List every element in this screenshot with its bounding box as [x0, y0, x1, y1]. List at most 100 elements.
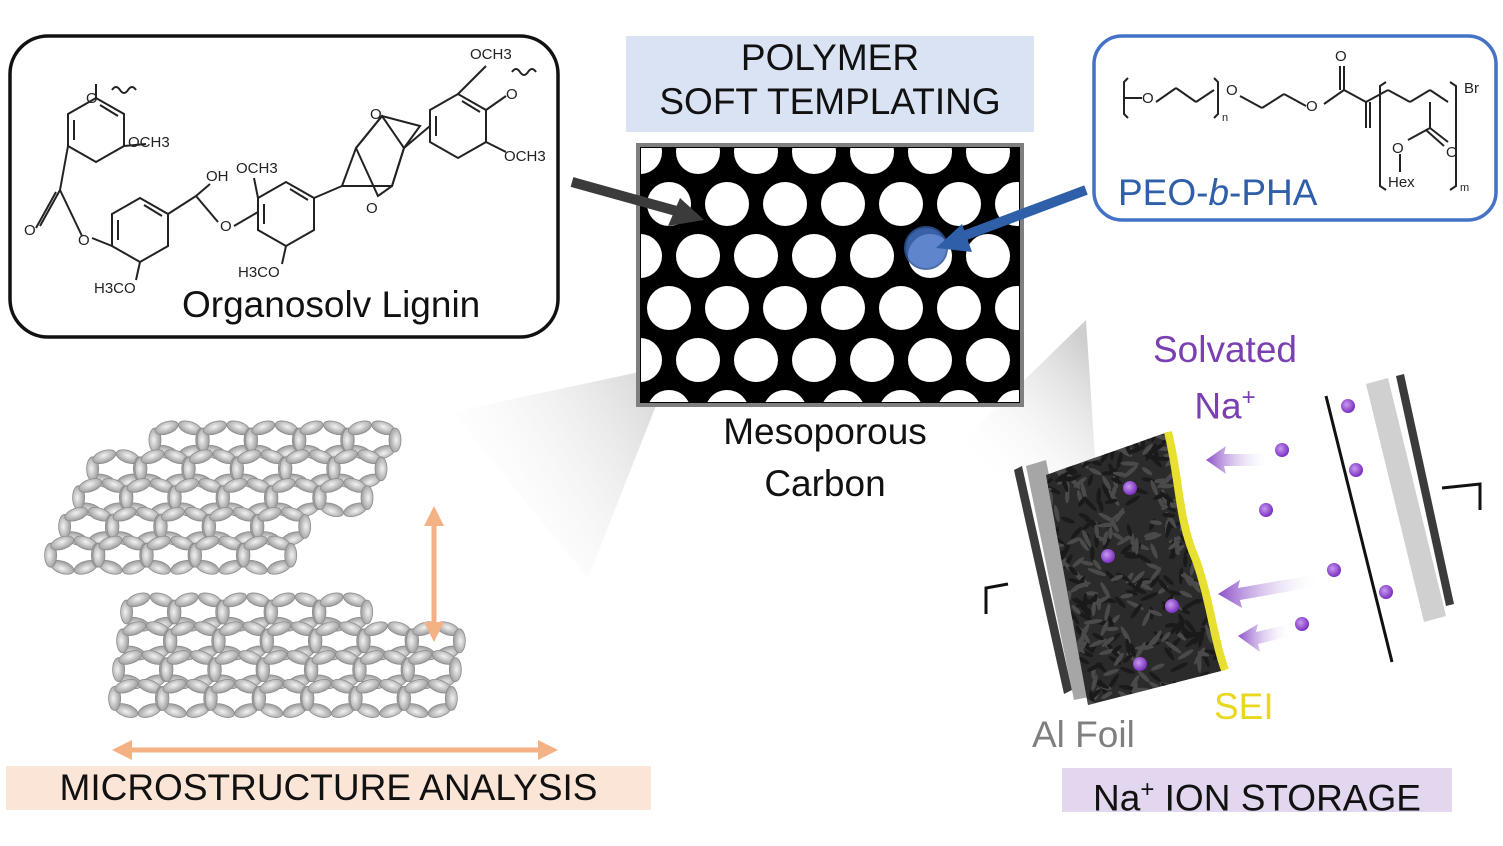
carbon-particle: [1080, 482, 1087, 501]
carbon-particle: [1154, 687, 1171, 695]
lignin-box: [8, 34, 560, 339]
mesoporous-carbon-label: Mesoporous Carbon: [660, 406, 990, 510]
polymer-hex: Hex: [1388, 174, 1415, 191]
pore: [560, 338, 604, 382]
carbon-particle: [1161, 631, 1171, 642]
carbon-bond: [319, 592, 344, 608]
carbon-particle: [1053, 504, 1060, 522]
carbon-particle: [1196, 544, 1216, 550]
carbon-particle: [1206, 570, 1225, 576]
carbon-particle: [1046, 680, 1055, 685]
carbon-particle: [1046, 635, 1052, 650]
carbon-bond: [298, 514, 312, 539]
pore: [850, 148, 894, 174]
carbon-particle: [1125, 638, 1131, 656]
carbon-particle: [1175, 631, 1187, 641]
polymer-br: Br: [1464, 80, 1479, 97]
carbon-bond: [147, 535, 171, 551]
carbon-particle: [1205, 624, 1213, 644]
polymer-o3: O: [1306, 98, 1318, 115]
carbon-particle: [1123, 432, 1140, 436]
carbon-particle: [1208, 432, 1225, 443]
carbon-bond: [209, 506, 234, 522]
naion-suffix: ION STORAGE: [1154, 777, 1421, 819]
carbon-particle: [1081, 519, 1094, 531]
al-foil-label: Al Foil: [1032, 714, 1135, 755]
carbon-particle: [1220, 607, 1225, 617]
lignin-label: Organosolv Lignin: [182, 284, 481, 325]
carbon-particle: [1220, 545, 1225, 551]
carbon-particle: [1120, 461, 1139, 466]
carbon-bond: [175, 478, 199, 493]
carbon-bond: [360, 650, 384, 665]
carbon-particle: [1182, 702, 1198, 705]
carbon-particle: [1223, 619, 1225, 633]
carbon-particle: [1193, 522, 1212, 529]
lignin-oh: OH: [206, 168, 229, 185]
carbon-particle: [1125, 495, 1140, 506]
carbon-particle: [1116, 533, 1134, 546]
pore: [705, 286, 749, 330]
carbon-particle: [1068, 566, 1078, 576]
polymer-o4: O: [1335, 48, 1347, 65]
carbon-particle: [1134, 697, 1150, 704]
carbon-particle: [1130, 643, 1136, 659]
carbon-particle: [1214, 562, 1222, 581]
carbon-bond: [112, 506, 137, 522]
carbon-particle: [1079, 626, 1086, 647]
carbon-particle: [1115, 507, 1124, 523]
carbon-particle: [1194, 492, 1205, 504]
carbon-particle: [1116, 432, 1132, 435]
graphene-layers: [44, 420, 466, 718]
carbon-particle: [1102, 484, 1111, 500]
carbon-particle: [1208, 574, 1214, 593]
pore: [705, 182, 749, 226]
pore: [676, 234, 720, 278]
carbon-bond: [98, 535, 123, 551]
carbon-bond: [320, 478, 344, 493]
carbon-particle: [1213, 601, 1225, 607]
carbon-particle: [1087, 568, 1107, 577]
carbon-particle: [1171, 690, 1178, 705]
polymer-n: n: [1222, 112, 1229, 124]
carbon-bond: [203, 420, 227, 436]
carbon-particle: [1150, 567, 1162, 581]
polymer-label-line2: SOFT TEMPLATING: [659, 81, 1001, 122]
carbon-particle: [1193, 505, 1212, 513]
lignin-structure: [35, 65, 507, 281]
carbon-particle: [1091, 601, 1096, 617]
carbon-particle: [1081, 529, 1091, 548]
carbon-particle: [1206, 509, 1217, 518]
carbon-particle: [1100, 620, 1109, 636]
carbon-particle: [1125, 589, 1138, 596]
carbon-bond: [448, 657, 462, 682]
carbon-particle: [1078, 656, 1090, 665]
carbon-particle: [1142, 611, 1151, 627]
carbon-particle: [1212, 509, 1225, 517]
mesoporous-label-line2: Carbon: [764, 463, 886, 504]
naion-sup: +: [1140, 776, 1155, 803]
carbon-particle: [1118, 685, 1136, 691]
carbon-bond: [251, 420, 276, 436]
carbon-particle: [1136, 553, 1152, 564]
carbon-particle: [1055, 694, 1066, 705]
left-casing: [1014, 466, 1072, 694]
carbon-particle: [1082, 496, 1097, 512]
carbon-particle: [1149, 671, 1161, 682]
carbon-particle: [1104, 498, 1118, 504]
pore: [939, 390, 979, 402]
carbon-particle: [1149, 575, 1160, 588]
pore: [1024, 130, 1068, 174]
carbon-particle: [1108, 526, 1113, 540]
carbon-particle: [1110, 574, 1124, 582]
carbon-particle: [1091, 674, 1098, 691]
carbon-particle: [1131, 432, 1137, 445]
carbon-particle: [1221, 540, 1225, 550]
carbon-particle: [1137, 670, 1150, 683]
na-ions: [1101, 399, 1393, 671]
microstructure-analysis-label: MICROSTRUCTURE ANALYSIS: [6, 766, 651, 810]
na-ion-storage-label: Na+ ION STORAGE: [1062, 768, 1452, 818]
carbon-particle: [1061, 516, 1075, 524]
carbon-particle: [1080, 560, 1094, 566]
